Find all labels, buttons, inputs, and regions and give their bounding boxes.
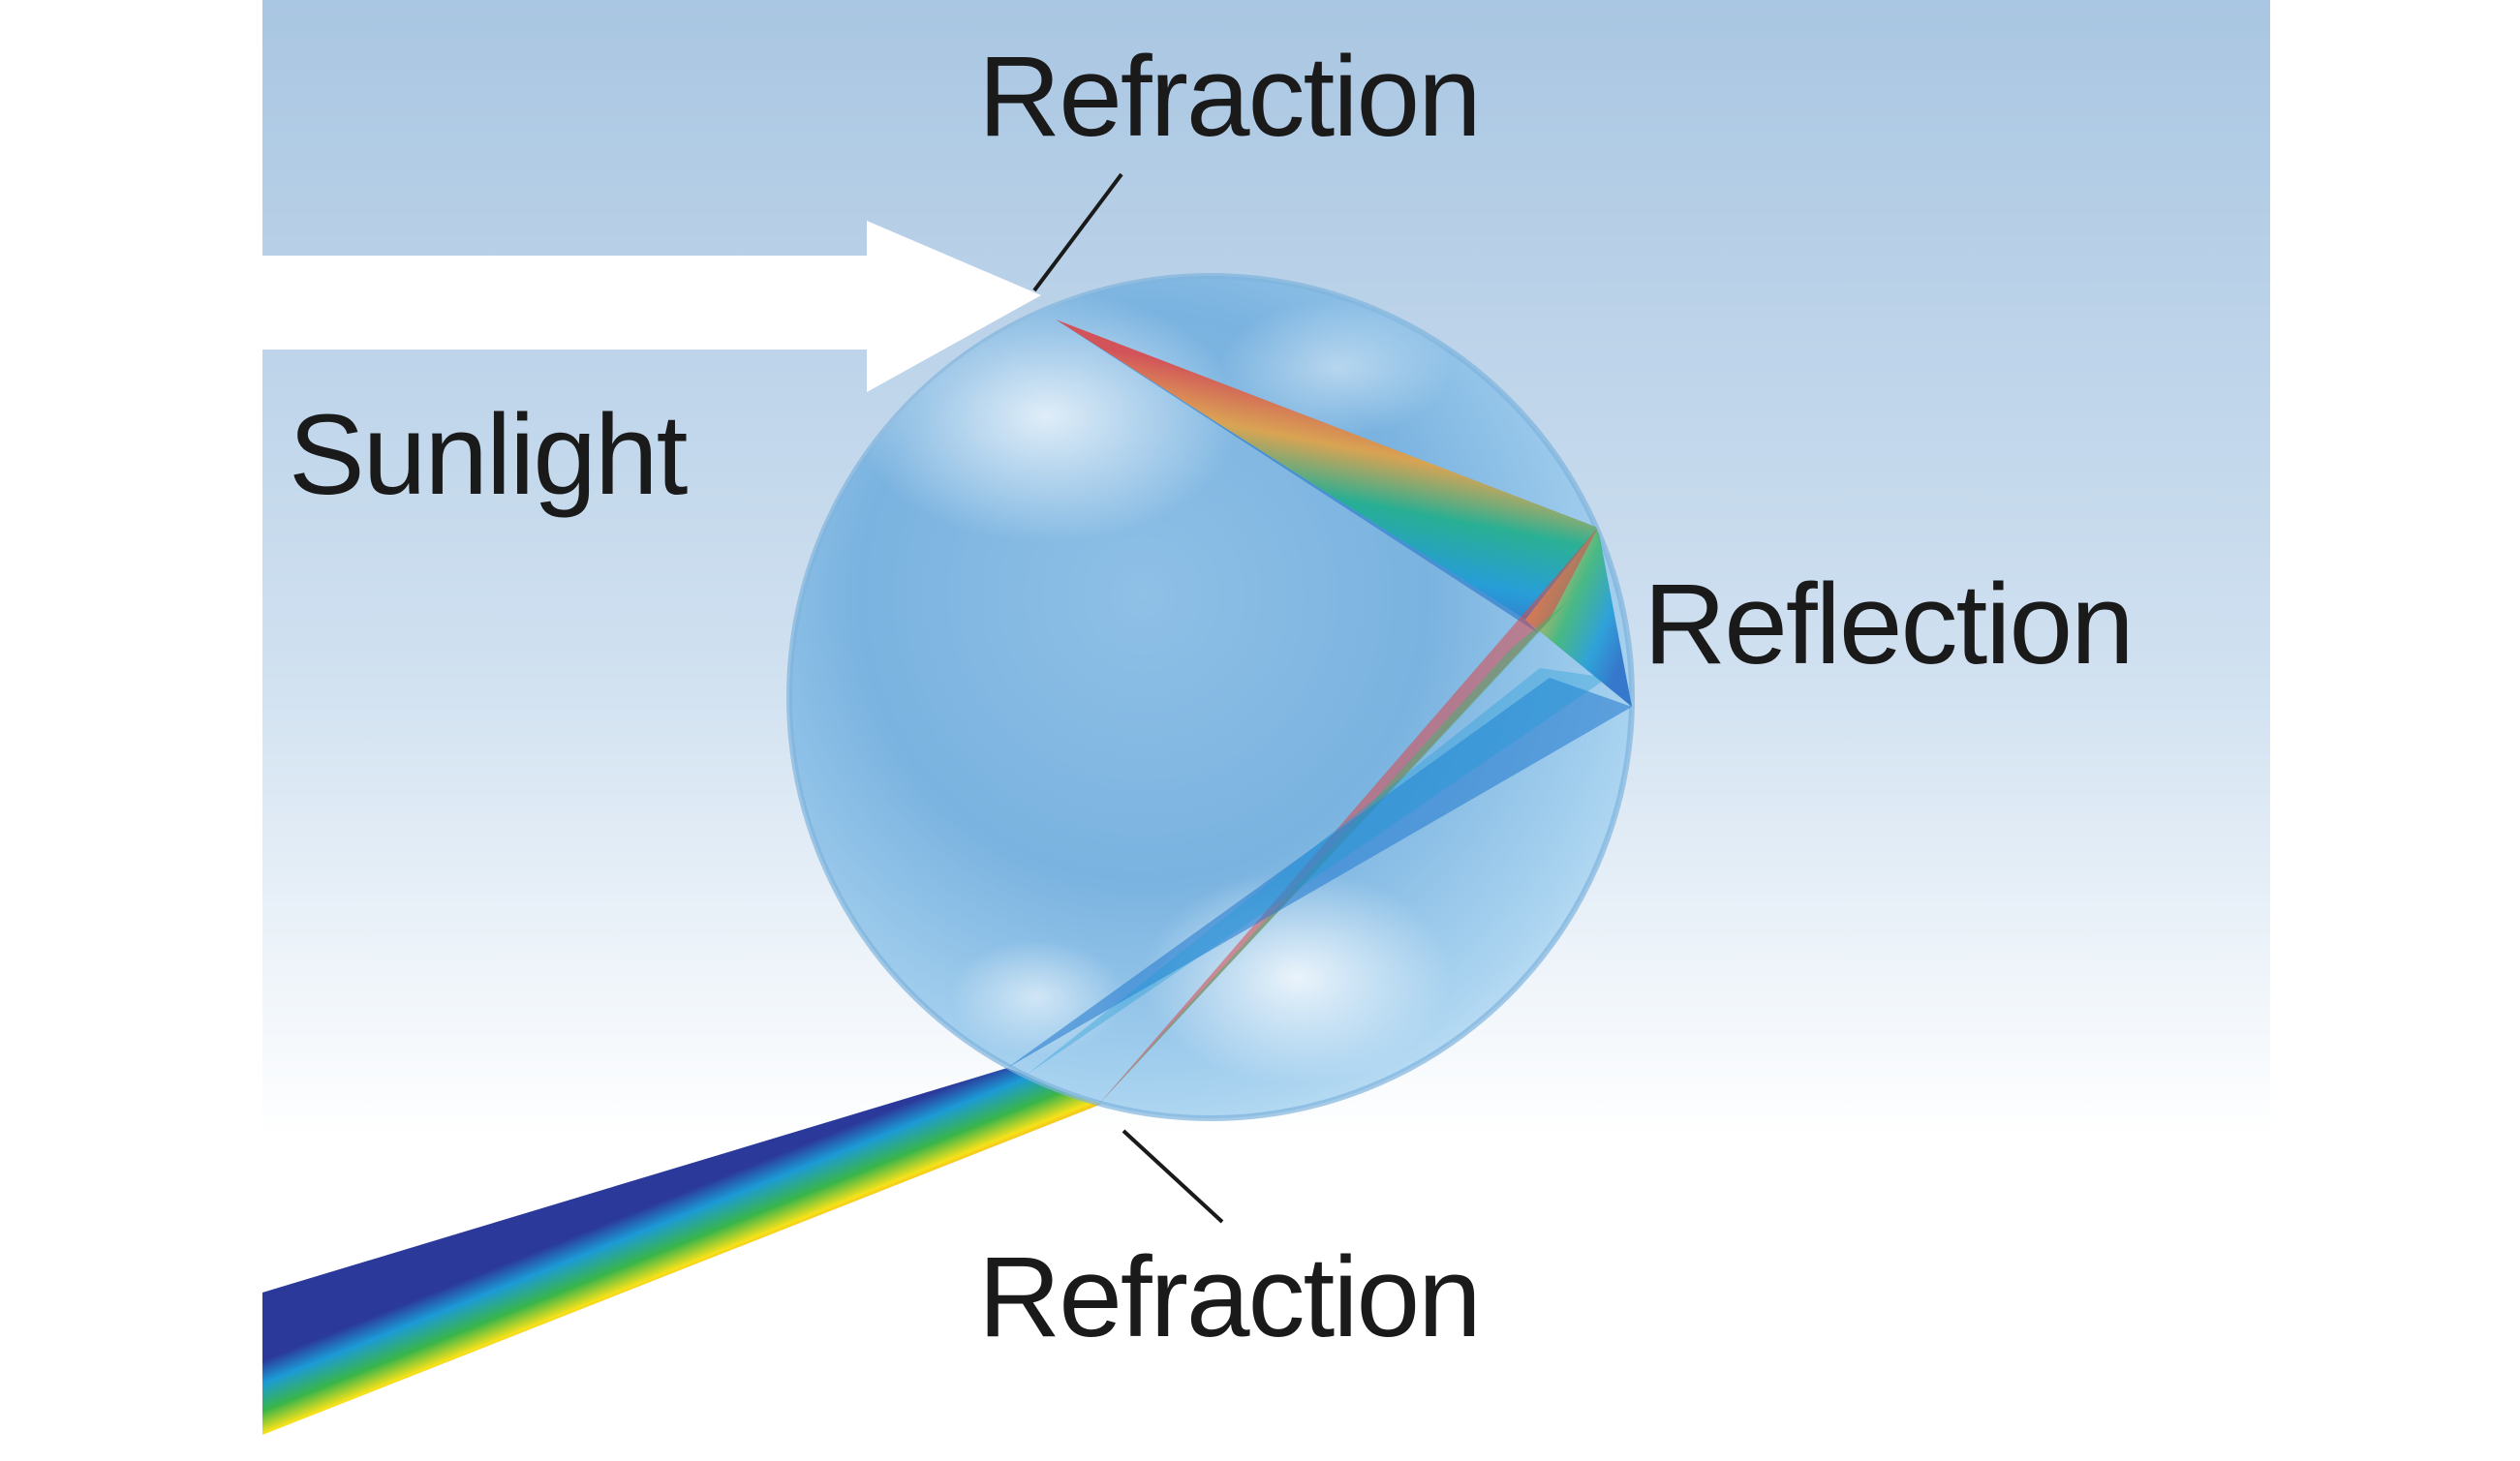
reflected-ray-red [1099, 528, 1598, 1104]
droplet-highlight-bottom [1143, 871, 1453, 1084]
label-refraction-bottom: Refraction [978, 1233, 1480, 1361]
refracted-ray-fan [1056, 320, 1598, 620]
label-refraction-top: Refraction [978, 33, 1480, 161]
outgoing-spectrum-beam [262, 1068, 1102, 1435]
leader-line-top-refraction [1032, 172, 1123, 292]
reflected-ray-blue [1007, 678, 1632, 1068]
droplet-highlight-right [1220, 300, 1453, 436]
leader-line-bottom-refraction [1122, 1129, 1224, 1224]
reflected-ray-cyan [1027, 668, 1608, 1075]
reflected-ray-fan [1525, 528, 1632, 707]
water-droplet [786, 273, 1635, 1121]
droplet-highlight-bottom-left [949, 939, 1123, 1055]
label-reflection: Reflection [1644, 561, 2133, 688]
label-sunlight: Sunlight [289, 391, 688, 519]
sunlight-arrow [262, 221, 1041, 392]
refracted-ray-fan-blue-edge [1056, 320, 1540, 634]
